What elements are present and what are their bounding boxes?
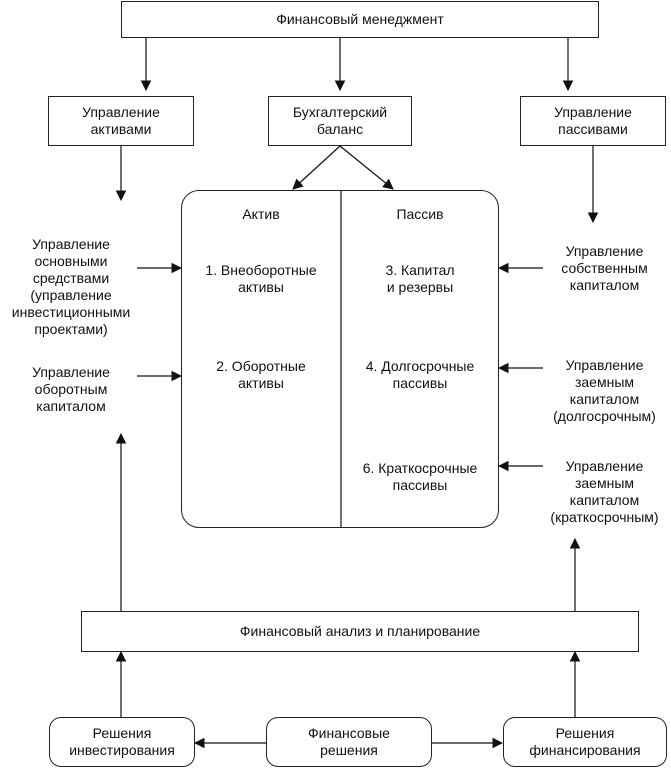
liabilities-management-line1: Управление xyxy=(554,104,632,120)
liab-longterm: 4. Долгосрочные пассивы xyxy=(341,358,499,392)
fixed-line6: проектами) xyxy=(34,321,108,337)
asset-noncurrent-line2: активы xyxy=(238,279,284,295)
financial-management-box: Финансовый менеджмент xyxy=(121,1,599,38)
working-capital-management: Управление оборотным капиталом xyxy=(0,364,142,415)
equity-line2: собственным xyxy=(561,260,648,276)
financing-decisions-box: Решения финансирования xyxy=(503,717,667,767)
liab-shortterm: 6. Краткосрочные пассивы xyxy=(341,460,499,494)
fixed-line3: средствами xyxy=(32,270,110,286)
asset-current: 2. Оборотные активы xyxy=(181,358,341,392)
debt-long-line2: заемным xyxy=(574,374,635,390)
liab-capital: 3. Капитал и резервы xyxy=(341,262,499,296)
debt-short-line2: заемным xyxy=(574,475,635,491)
liabilities-header: Пассив xyxy=(396,206,444,222)
fixed-line4: (управление xyxy=(30,287,112,303)
liabilities-management-line2: пассивами xyxy=(558,121,628,137)
liab-longterm-line2: пассивы xyxy=(392,375,448,391)
balance-sheet-line1: Бухгалтерский xyxy=(292,104,388,120)
financial-decisions-line2: решения xyxy=(320,742,378,758)
financial-management-label: Финансовый менеджмент xyxy=(276,11,444,27)
fixed-line1: Управление xyxy=(32,236,110,252)
equity-line1: Управление xyxy=(565,243,644,259)
investment-decisions-line1: Решения xyxy=(92,725,152,741)
debt-short-line3: капиталом xyxy=(569,492,640,508)
investment-decisions-line2: инвестирования xyxy=(69,742,175,758)
asset-noncurrent: 1. Внеоборотные активы xyxy=(181,262,341,296)
balance-sheet-box: Бухгалтерский баланс xyxy=(268,96,412,146)
equity-line3: капиталом xyxy=(569,277,640,293)
working-line2: оборотным xyxy=(34,381,108,397)
financing-decisions-line1: Решения xyxy=(555,725,615,741)
debt-long-line4: (долгосрочным) xyxy=(553,408,656,424)
debt-long-line1: Управление xyxy=(565,357,644,373)
financial-decisions-line1: Финансовые xyxy=(308,725,390,741)
asset-noncurrent-line1: 1. Внеоборотные xyxy=(205,262,317,278)
balance-panel xyxy=(181,190,499,528)
debt-long-line3: капиталом xyxy=(569,391,640,407)
debt-short-line1: Управление xyxy=(565,458,644,474)
assets-management-line2: активами xyxy=(90,121,152,137)
liab-capital-line2: и резервы xyxy=(386,279,454,295)
balance-sheet-line2: баланс xyxy=(316,121,364,137)
liab-shortterm-line2: пассивы xyxy=(392,477,448,493)
fixed-assets-management: Управление основными средствами (управле… xyxy=(0,236,142,338)
working-line1: Управление xyxy=(32,364,110,380)
liab-shortterm-line1: 6. Краткосрочные xyxy=(362,460,478,476)
assets-management-line1: Управление xyxy=(82,104,160,120)
assets-management-box: Управление активами xyxy=(48,96,194,146)
assets-header: Актив xyxy=(242,206,280,222)
liabilities-management-box: Управление пассивами xyxy=(520,96,666,146)
debt-short-line4: (краткосрочным) xyxy=(550,509,659,525)
liab-capital-line1: 3. Капитал xyxy=(385,262,455,278)
shortterm-debt-management: Управление заемным капиталом (краткосроч… xyxy=(538,458,671,526)
arrow-balance-to-assets xyxy=(292,145,341,190)
liab-longterm-line1: 4. Долгосрочные xyxy=(365,358,475,374)
asset-current-line2: активы xyxy=(238,375,284,391)
asset-current-line1: 2. Оборотные xyxy=(216,358,306,374)
longterm-debt-management: Управление заемным капиталом (долгосрочн… xyxy=(538,357,671,425)
equity-management: Управление собственным капиталом xyxy=(538,243,671,294)
financial-decisions-box: Финансовые решения xyxy=(266,717,432,767)
analysis-planning-box: Финансовый анализ и планирование xyxy=(81,611,639,652)
analysis-planning-label: Финансовый анализ и планирование xyxy=(239,623,481,639)
financing-decisions-line2: финансирования xyxy=(529,742,641,758)
fixed-line5: инвестиционными xyxy=(11,304,131,320)
working-line3: капиталом xyxy=(36,398,106,414)
investment-decisions-box: Решения инвестирования xyxy=(49,717,195,767)
arrow-balance-to-liab xyxy=(339,145,394,190)
fixed-line2: основными xyxy=(34,253,108,269)
